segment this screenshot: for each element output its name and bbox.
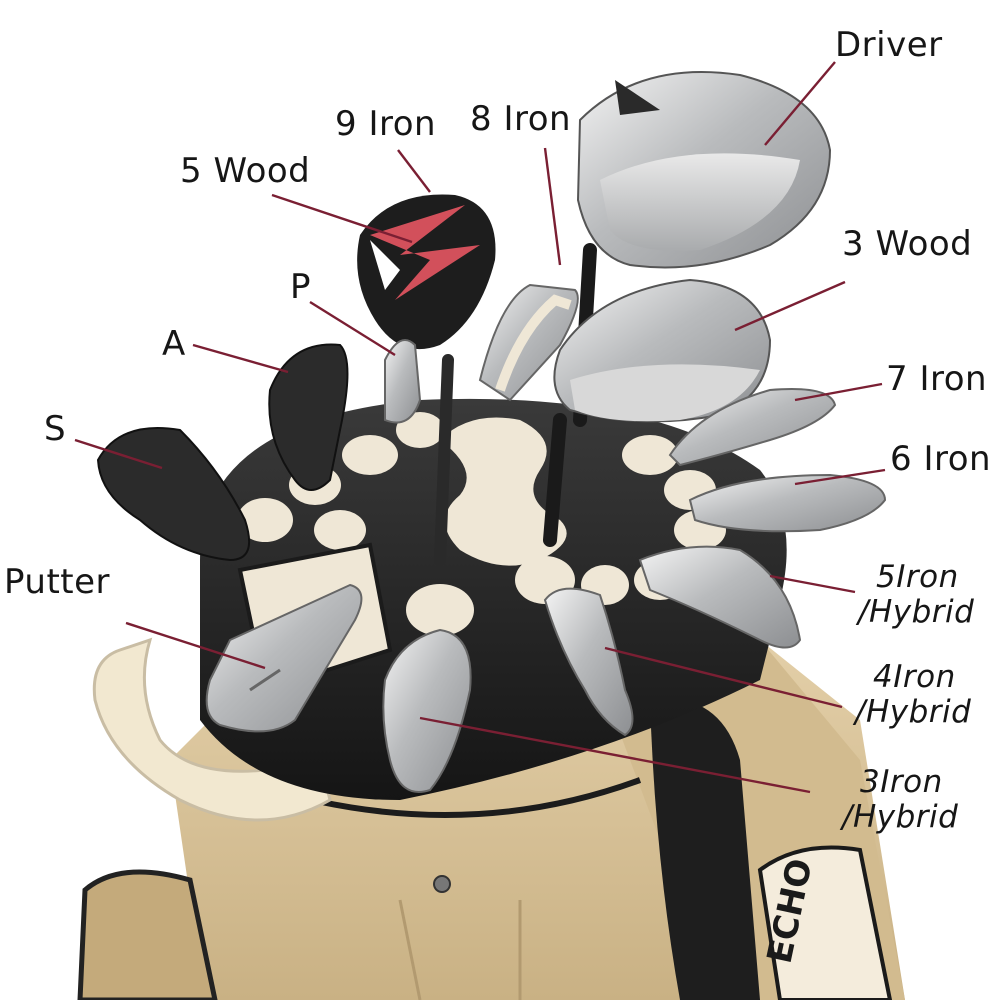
6-iron-head [688, 473, 887, 533]
label-a: A [162, 324, 186, 364]
leader-lines [74, 61, 886, 794]
label-s: S [44, 409, 67, 449]
club-organizer [200, 398, 787, 800]
p-iron-head [384, 339, 422, 424]
label-4-iron-hybrid: 4Iron /Hybrid [855, 660, 971, 729]
driver-head [576, 71, 832, 269]
label-driver: Driver [835, 25, 943, 65]
label-3-iron-hybrid: 3Iron /Hybrid [842, 765, 958, 834]
label-4-iron-line1: 4Iron [873, 659, 956, 695]
label-6-iron: 6 Iron [890, 439, 992, 479]
5-iron-hybrid-head [638, 545, 802, 649]
a-wedge-head [268, 343, 349, 491]
side-pocket [650, 698, 760, 1000]
label-4-iron-line2: /Hybrid [855, 693, 972, 730]
label-p: P [290, 267, 312, 307]
label-putter: Putter [4, 562, 111, 602]
3-wood-head [553, 278, 772, 423]
label-7-iron: 7 Iron [886, 359, 988, 399]
7-iron-head [668, 388, 837, 467]
5-wood-head [357, 194, 496, 350]
label-5-wood: 5 Wood [180, 151, 311, 191]
logo-panel [757, 845, 893, 1000]
label-5-iron-line1: 5Iron [876, 559, 959, 595]
label-9-iron: 9 Iron [335, 104, 437, 144]
3-iron-hybrid-head [382, 628, 472, 793]
label-3-iron-line1: 3Iron [860, 764, 943, 800]
label-3-iron-line2: /Hybrid [842, 798, 959, 835]
label-5-iron-line2: /Hybrid [858, 593, 975, 630]
putter-head [205, 583, 363, 733]
label-5-iron-hybrid: 5Iron /Hybrid [858, 560, 974, 629]
label-3-wood: 3 Wood [842, 224, 973, 264]
label-8-iron: 8 Iron [470, 99, 572, 139]
s-wedge-head [96, 427, 250, 562]
4-iron-hybrid-head [543, 587, 634, 737]
